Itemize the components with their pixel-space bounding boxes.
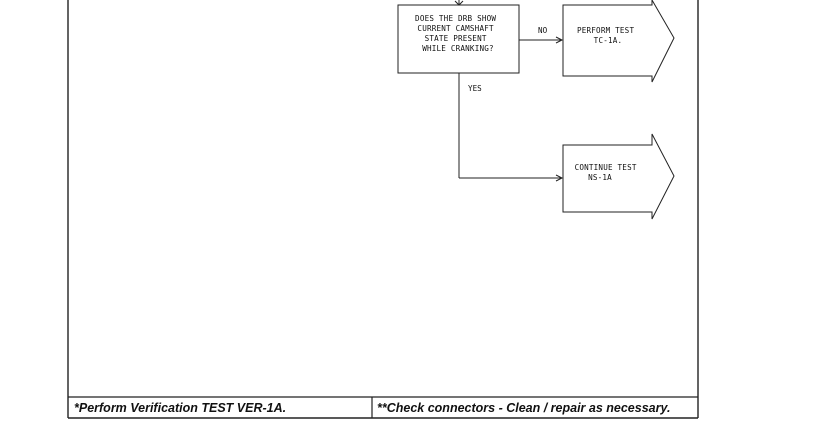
result-no-text: PERFORM TEST TC-1A. [577,26,639,45]
question-text: DOES THE DRB SHOW CURRENT CAMSHAFT STATE… [415,14,501,53]
footer-note-left: *Perform Verification TEST VER-1A. [74,401,286,415]
yes-label: YES [468,84,482,93]
result-no-line: TC-1A. [594,36,623,45]
no-arrowhead [555,36,564,44]
no-label: NO [538,26,548,35]
result-yes-line: NS-1A [588,173,612,182]
question-line: CURRENT CAMSHAFT [417,24,494,33]
question-line: DOES THE DRB SHOW [415,14,496,23]
yes-arrowhead [555,174,564,182]
question-line: WHILE CRANKING? [422,44,494,53]
question-line: STATE PRESENT [425,34,487,43]
footer-note-right: **Check connectors - Clean / repair as n… [377,401,670,415]
result-box-yes [562,133,675,220]
result-box-no [562,0,675,83]
result-no-line: PERFORM TEST [577,26,634,35]
result-yes-text: CONTINUE TEST NS-1A [575,163,642,182]
result-yes-line: CONTINUE TEST [575,163,637,172]
